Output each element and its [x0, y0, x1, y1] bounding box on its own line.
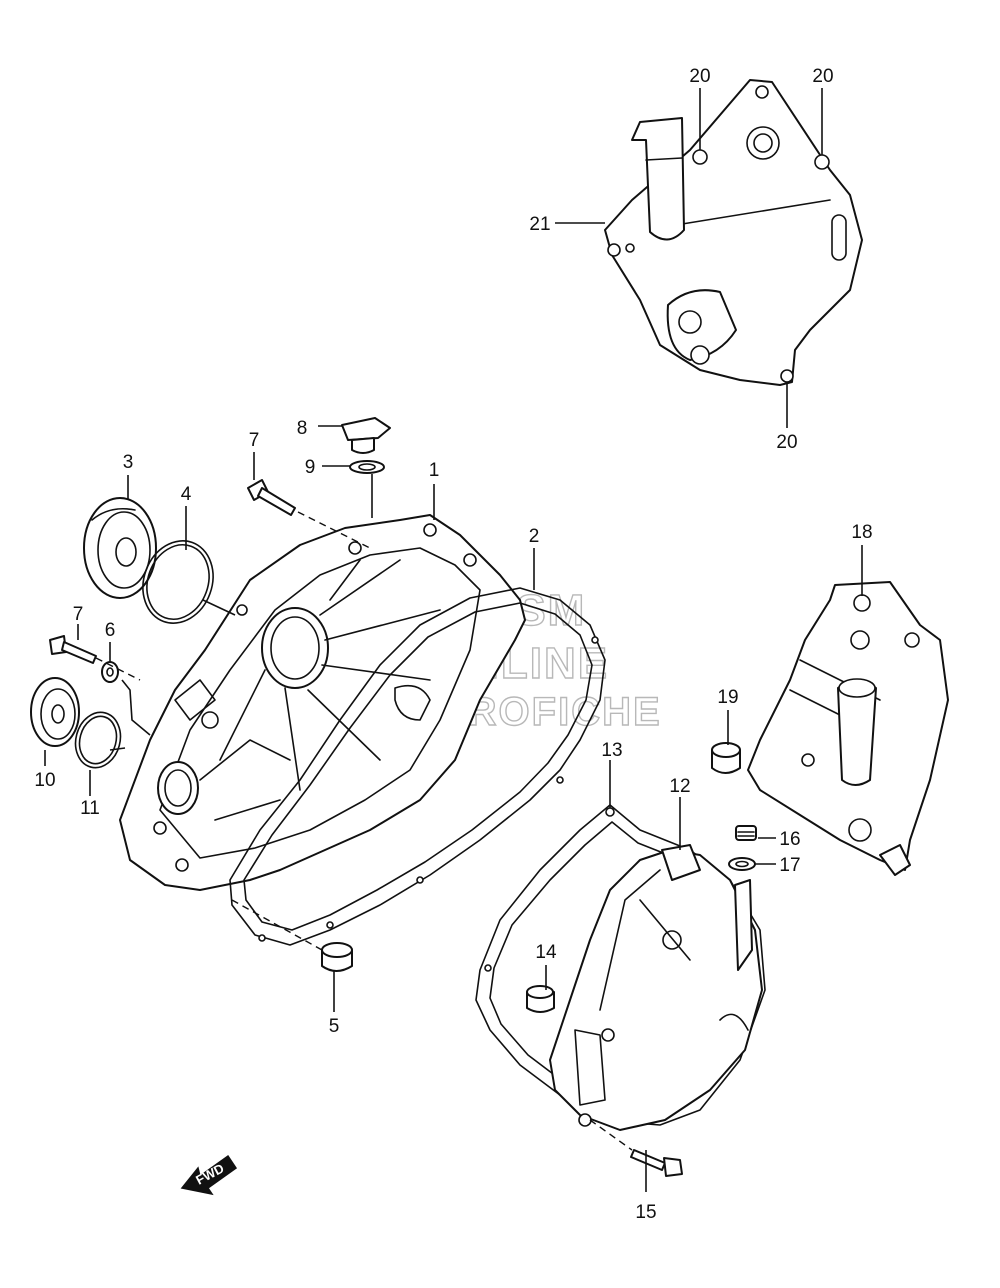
washer-part-9[interactable] [349, 460, 385, 474]
cover-plate-part-21[interactable] [604, 79, 863, 386]
filler-cap-part-8[interactable] [341, 417, 391, 454]
callout-15[interactable]: 15 [635, 1202, 656, 1223]
callout-17[interactable]: 17 [779, 855, 800, 876]
bolt-part-7-upper[interactable] [247, 479, 296, 516]
o-ring-part-11[interactable] [70, 707, 127, 772]
callout-19[interactable]: 19 [717, 687, 738, 708]
callout-10[interactable]: 10 [34, 770, 55, 791]
callout-21[interactable]: 21 [529, 214, 550, 235]
callout-16[interactable]: 16 [779, 829, 800, 850]
callout-8[interactable]: 8 [297, 418, 308, 439]
cover-part-18[interactable] [747, 581, 949, 876]
callout-11[interactable]: 11 [80, 798, 100, 819]
dowel-pin-part-19[interactable] [711, 742, 741, 774]
callout-20-right[interactable]: 20 [812, 66, 833, 87]
dowel-pin-part-14[interactable] [526, 985, 555, 1013]
callout-13[interactable]: 13 [601, 740, 622, 761]
callout-20-left[interactable]: 20 [689, 66, 710, 87]
clutch-cover-part-12[interactable] [549, 844, 763, 1131]
callout-7-upper[interactable]: 7 [249, 430, 260, 451]
gasket-part-2[interactable] [229, 587, 606, 946]
callout-14[interactable]: 14 [535, 942, 557, 963]
plug-part-16[interactable] [735, 825, 757, 841]
crankcase-cover-part-1[interactable] [119, 514, 526, 891]
callout-9[interactable]: 9 [305, 457, 316, 478]
o-ring-part-4[interactable] [132, 531, 225, 633]
leader-lines [44, 88, 863, 1192]
seal-part-10[interactable] [30, 677, 80, 747]
callout-1[interactable]: 1 [429, 460, 440, 481]
callout-7-lower[interactable]: 7 [73, 604, 84, 625]
forward-direction-arrow: FWD [180, 1154, 238, 1196]
bolt-part-7-lower[interactable] [49, 635, 97, 664]
washer-part-17[interactable] [728, 857, 756, 871]
callout-5[interactable]: 5 [329, 1016, 340, 1037]
seal-part-3[interactable] [83, 497, 157, 599]
callout-3[interactable]: 3 [123, 452, 134, 473]
callout-20-bottom[interactable]: 20 [776, 432, 797, 453]
callout-labels: 1 2 3 4 5 6 7 7 8 9 10 11 12 13 14 15 16… [34, 66, 872, 1223]
callout-18[interactable]: 18 [851, 522, 872, 543]
callout-2[interactable]: 2 [529, 526, 540, 547]
dowel-pin-part-5[interactable] [321, 942, 353, 972]
callout-12[interactable]: 12 [669, 776, 690, 797]
callout-4[interactable]: 4 [181, 484, 192, 505]
bolt-part-15[interactable] [630, 1149, 683, 1177]
callout-6[interactable]: 6 [105, 620, 116, 641]
